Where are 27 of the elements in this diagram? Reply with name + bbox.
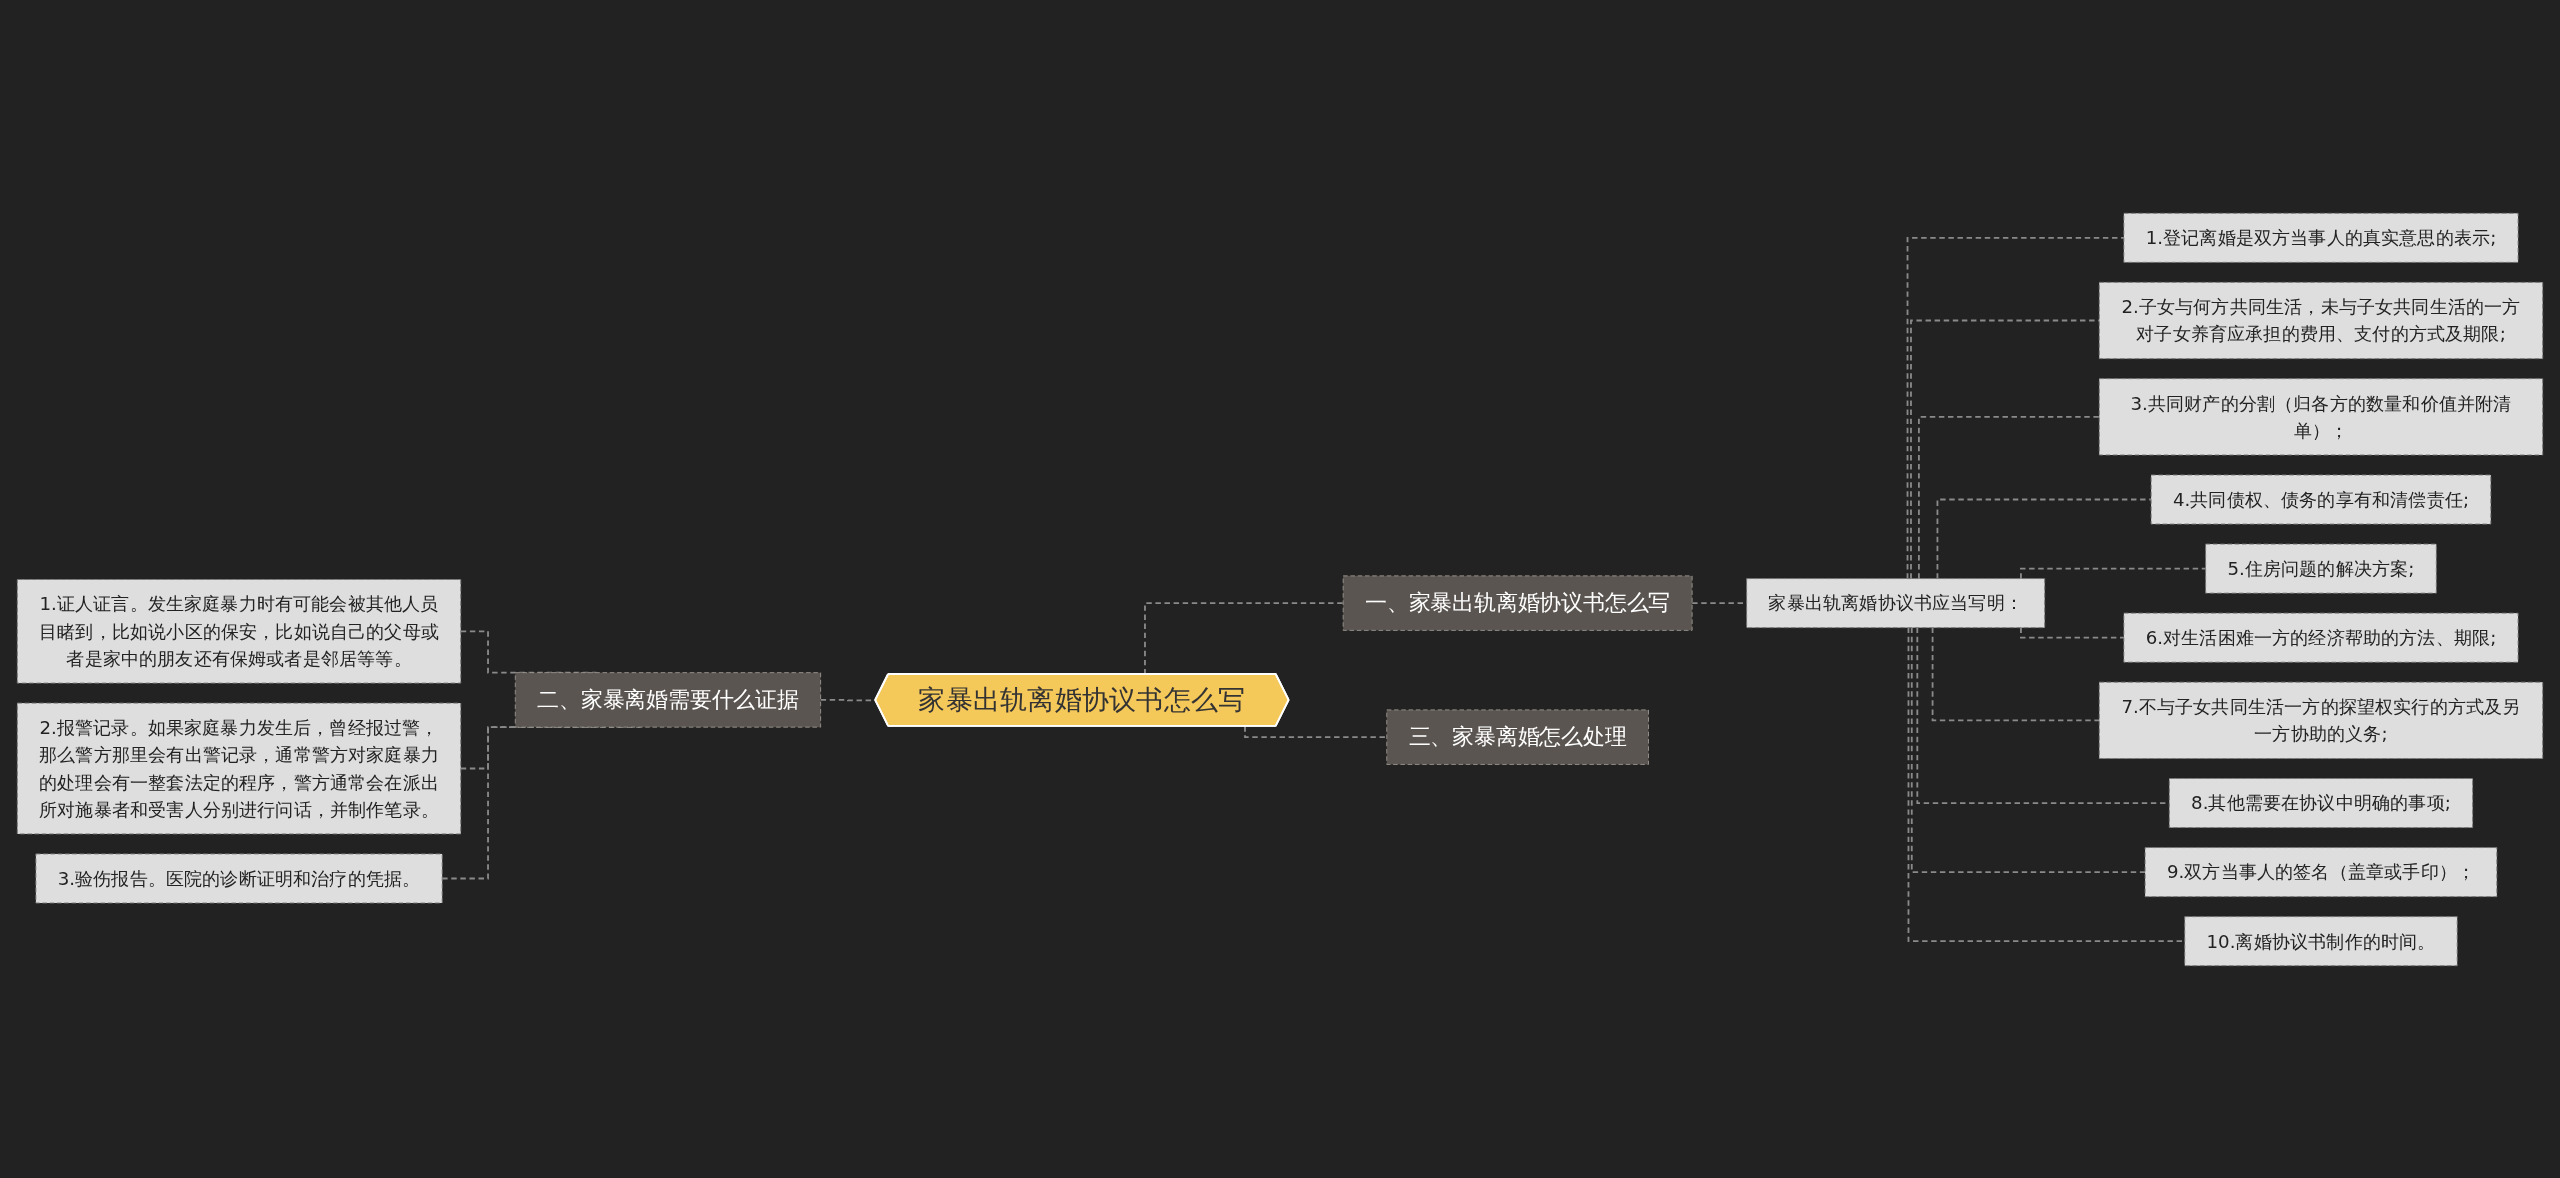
connector — [1910, 319, 2101, 579]
node-box: 6.对生活困难一方的经济帮助的方法、期限; — [2123, 612, 2519, 663]
node-box: 7.不与子女共同生活一方的探望权实行的方式及另一方协助的义务; — [2098, 681, 2544, 759]
node-box: 2.子女与何方共同生活，未与子女共同生活的一方对子女养育应承担的费用、支付的方式及期限; — [2098, 281, 2544, 359]
node-box: 10.离婚协议书制作的时间。 — [2184, 915, 2458, 966]
node-box: 3.验伤报告。医院的诊断证明和治疗的凭据。 — [35, 853, 443, 903]
node-box: 三、家暴离婚怎么处理 — [1386, 708, 1649, 765]
node-box: 2.报警记录。如果家庭暴力发生后，曾经报过警，那么警方那里会有出警记录，通常警方对家庭暴力的处理会有一整套法定的程序，警方通常会在派出所对施暴者和受害人分别进行问话，并制作笔录。 — [16, 702, 462, 834]
connector — [1244, 724, 1388, 738]
connector — [1144, 601, 1345, 675]
node-box: 家暴出轨离婚协议书应当写明： — [1746, 577, 2046, 628]
connector — [1910, 626, 2146, 873]
node-box: 3.共同财产的分割（归各方的数量和价值并附清单）； — [2098, 377, 2544, 455]
node-box: 9.双方当事人的签名（盖章或手印）； — [2144, 846, 2498, 897]
node-box: 二、家暴离婚需要什么证据 — [514, 671, 822, 728]
connector — [2020, 626, 2125, 639]
connector — [1906, 236, 2125, 579]
node-box: 4.共同债权、债务的享有和清偿责任; — [2150, 474, 2492, 524]
node-box: 1.登记离婚是双方当事人的真实意思的表示; — [2123, 212, 2519, 263]
connector — [1931, 626, 2101, 721]
node-box: 5.住房问题的解决方案; — [2205, 543, 2437, 594]
connector — [1936, 498, 2152, 579]
connector — [2020, 567, 2207, 579]
connector — [1918, 415, 2101, 579]
node-box: 1.证人证言。发生家庭暴力时有可能会被其他人员目睹到，比如说小区的保安，比如说自己的父母或者是家中的朋友还有保姆或者是邻居等等。 — [16, 578, 462, 684]
node-box: 8.其他需要在协议中明确的事项; — [2168, 777, 2474, 828]
node-box: 一、家暴出轨离婚协议书怎么写 — [1342, 574, 1693, 631]
